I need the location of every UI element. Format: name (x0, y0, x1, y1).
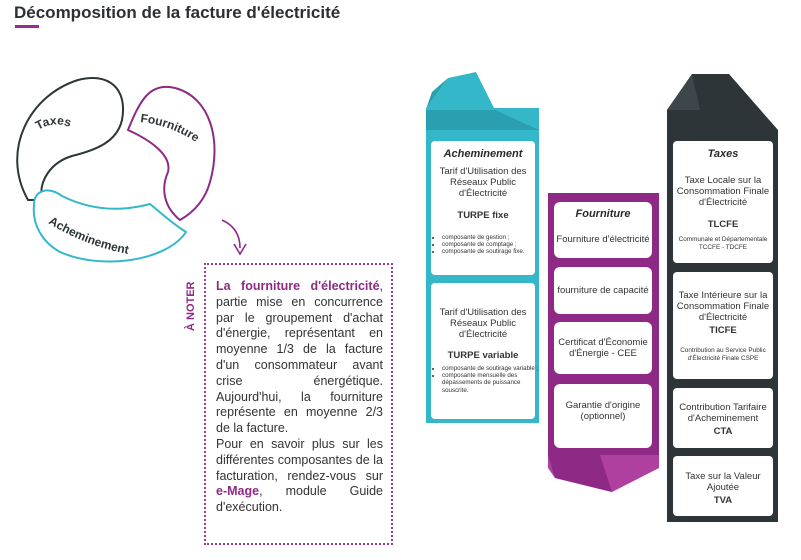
title-underline (15, 25, 39, 28)
page-title: Décomposition de la facture d'électricit… (14, 3, 341, 22)
taxes-heading: Taxes (707, 148, 739, 160)
taxes-cta-label: CTA (713, 426, 733, 437)
note-box: La fourniture d'électricité, partie mise… (204, 263, 393, 545)
fourniture-item: Garantie d'origine (optionnel) (565, 400, 641, 422)
emage-link[interactable]: e-Mage (216, 484, 260, 499)
note-body: , module Guide d'exécution. (216, 484, 383, 515)
note-text: La fourniture d'électricité, partie mise… (216, 279, 383, 516)
note-highlight: La fourniture d'électricité (216, 279, 380, 293)
acheminement-turpe-fixe-text: Tarif d'Utilisation des Réseaux Public d… (439, 166, 527, 199)
taxes-cta-text: Contribution Tarifaire d'Acheminement (679, 402, 767, 424)
taxes-tlcfe-text: Taxe Locale sur la Consommation Finale d… (676, 175, 770, 208)
list-item: composante de comptage ; (442, 241, 540, 248)
list-item: composante de soutirage variable ; (442, 365, 540, 372)
acheminement-turpe-fixe-label: TURPE fixe (457, 210, 509, 221)
turpe-fixe-components: composante de gestion ; composante de co… (434, 234, 540, 256)
note-body: Pour en savoir plus sur les différentes … (216, 436, 383, 483)
taxes-ticfe-detail: Contribution au Service Public d'Électri… (680, 347, 766, 362)
acheminement-turpe-variable-label: TURPE variable (447, 350, 519, 361)
acheminement-turpe-variable-text: Tarif d'Utilisation des Réseaux Public d… (439, 307, 527, 340)
note-body: , partie mise en concurrence par le grou… (216, 279, 383, 436)
acheminement-heading: Acheminement (443, 148, 523, 160)
list-item: composante de soutirage fixe. (442, 248, 540, 255)
acheminement-segment (32, 189, 188, 263)
fourniture-item: Certificat d'Économie d'Énergie - CEE (558, 337, 648, 359)
fourniture-heading: Fourniture (575, 208, 631, 220)
list-item: composante mensuelle des dépassements de… (442, 372, 540, 394)
taxes-tlcfe-label: TLCFE (707, 219, 739, 230)
turpe-variable-components: composante de soutirage variable ; compo… (434, 365, 540, 394)
taxes-ticfe-label: TICFE (709, 325, 737, 336)
fourniture-segment (126, 85, 216, 222)
taxes-tva-label: TVA (713, 495, 733, 506)
taxes-tlcfe-detail: Communale et Départementale TCCFE - TDCF… (678, 236, 768, 251)
note-tag: À NOTER (184, 281, 197, 331)
arrow-down-icon (221, 219, 241, 249)
cycle-taxes-label: Taxes (33, 113, 73, 132)
svg-text:À NOTER: À NOTER (184, 281, 197, 331)
fourniture-item: Fourniture d'électricité (556, 234, 650, 245)
list-item: composante de gestion ; (442, 234, 540, 241)
acheminement-arrow-tip (426, 72, 495, 110)
fourniture-item: fourniture de capacité (557, 285, 649, 296)
taxes-ticfe-text: Taxe Intérieure sur la Consommation Fina… (676, 290, 770, 323)
taxes-tva-text: Taxe sur la Valeur Ajoutée (685, 471, 761, 493)
taxes-segment (16, 77, 125, 201)
